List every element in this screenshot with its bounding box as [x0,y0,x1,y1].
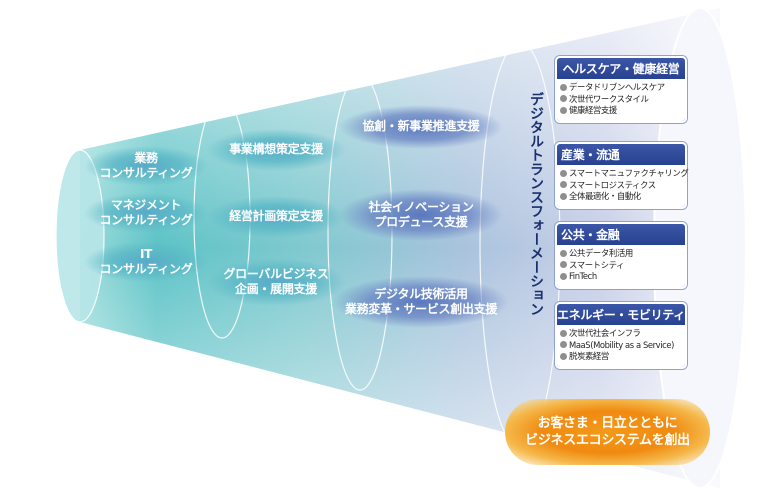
stage1-pill-2 [84,193,208,233]
card-items: 次世代社会インフラ MaaS(Mobility as a Service) 脱炭… [557,325,685,367]
bullet-icon [560,272,567,280]
stage-ring-1 [55,149,105,323]
card-item: 公共データ利活用 [560,248,683,260]
callout-line-2: ビジネスエコシステムを創出 [525,433,690,448]
bullet-icon [560,95,567,102]
stage2-label-1: 事業構想策定支援 [229,142,323,156]
ecosystem-callout: お客さま・日立とともに ビジネスエコシステムを創出 [505,399,710,465]
card-item: MaaS(Mobility as a Service) [560,340,683,352]
bullet-icon [560,341,567,348]
card-title: 公共・金融 [561,228,620,242]
stage2-pill-1 [206,129,346,171]
stage2-label-2: 経営計画策定支援 [229,209,323,223]
card-item: スマートマニュファクチャリング [560,168,689,180]
bullet-icon [560,352,567,360]
stage2-pill-3 [206,258,346,306]
card-item: データドリブンヘルスケア [560,82,683,94]
bullet-icon [560,181,567,188]
card-title: ヘルスケア・健康経営 [562,62,680,76]
dx-card-public-finance: 公共・金融 公共データ利活用 スマートシティ FinTech [555,222,687,289]
card-item: 健康経営支援 [560,105,683,117]
bullet-icon [560,249,567,257]
callout-line-1: お客さま・日立とともに [537,416,678,431]
stage1-pill-1 [84,146,208,186]
bullet-icon [560,261,567,268]
card-title: エネルギー・モビリティ [557,308,685,322]
stage3-label-1: 協創・新事業推進支援 [362,119,480,133]
stage1-pill-3 [84,242,208,282]
dx-card-energy-mobility: エネルギー・モビリティ 次世代社会インフラ MaaS(Mobility as a… [555,302,687,369]
stage3-pill-2 [339,189,503,241]
card-items: データドリブンヘルスケア 次世代ワークスタイル 健康経営支援 [557,79,685,121]
bullet-icon [560,192,567,200]
card-item: FinTech [560,271,683,283]
ecosystem-callout-text: お客さま・日立とともに ビジネスエコシステムを創出 [513,405,702,459]
bullet-icon [560,169,567,177]
stage2-pill-2 [206,196,346,238]
card-items: スマートマニュファクチャリング スマートロジスティクス 全体最適化・自動化 [557,165,689,207]
card-item: スマートシティ [560,260,683,272]
card-item: 全体最適化・自動化 [560,191,683,203]
bullet-icon [560,329,567,337]
card-item: 次世代社会インフラ [560,328,683,340]
stage3-pill-3 [333,276,509,328]
card-item: 次世代ワークスタイル [560,94,683,106]
stage3-label-3: デジタル技術活用業務変革・サービス創出支援 [344,287,498,316]
stage3-pill-1 [339,105,503,149]
card-items: 公共データ利活用 スマートシティ FinTech [557,245,685,287]
card-item: スマートロジスティクス [560,180,683,192]
stage1-label-1: 業務コンサルティング [99,151,193,180]
stage1-label-2: マネジメントコンサルティング [99,198,193,227]
dx-card-industry: 産業・流通 スマートマニュファクチャリング スマートロジスティクス 全体最適化・… [555,142,689,209]
dx-vertical-title: デジタルトランスフォーメーション [528,92,544,316]
card-item: 脱炭素経営 [560,351,683,363]
stage2-label-3: グローバルビジネス企画・展開支援 [223,267,329,296]
bullet-icon [560,83,567,91]
card-title: 産業・流通 [561,148,620,162]
bullet-icon [560,106,567,114]
dx-card-healthcare: ヘルスケア・健康経営 データドリブンヘルスケア 次世代ワークスタイル 健康経営支… [555,56,687,123]
stage3-label-2: 社会イノベーションプロデュース支援 [368,200,474,229]
